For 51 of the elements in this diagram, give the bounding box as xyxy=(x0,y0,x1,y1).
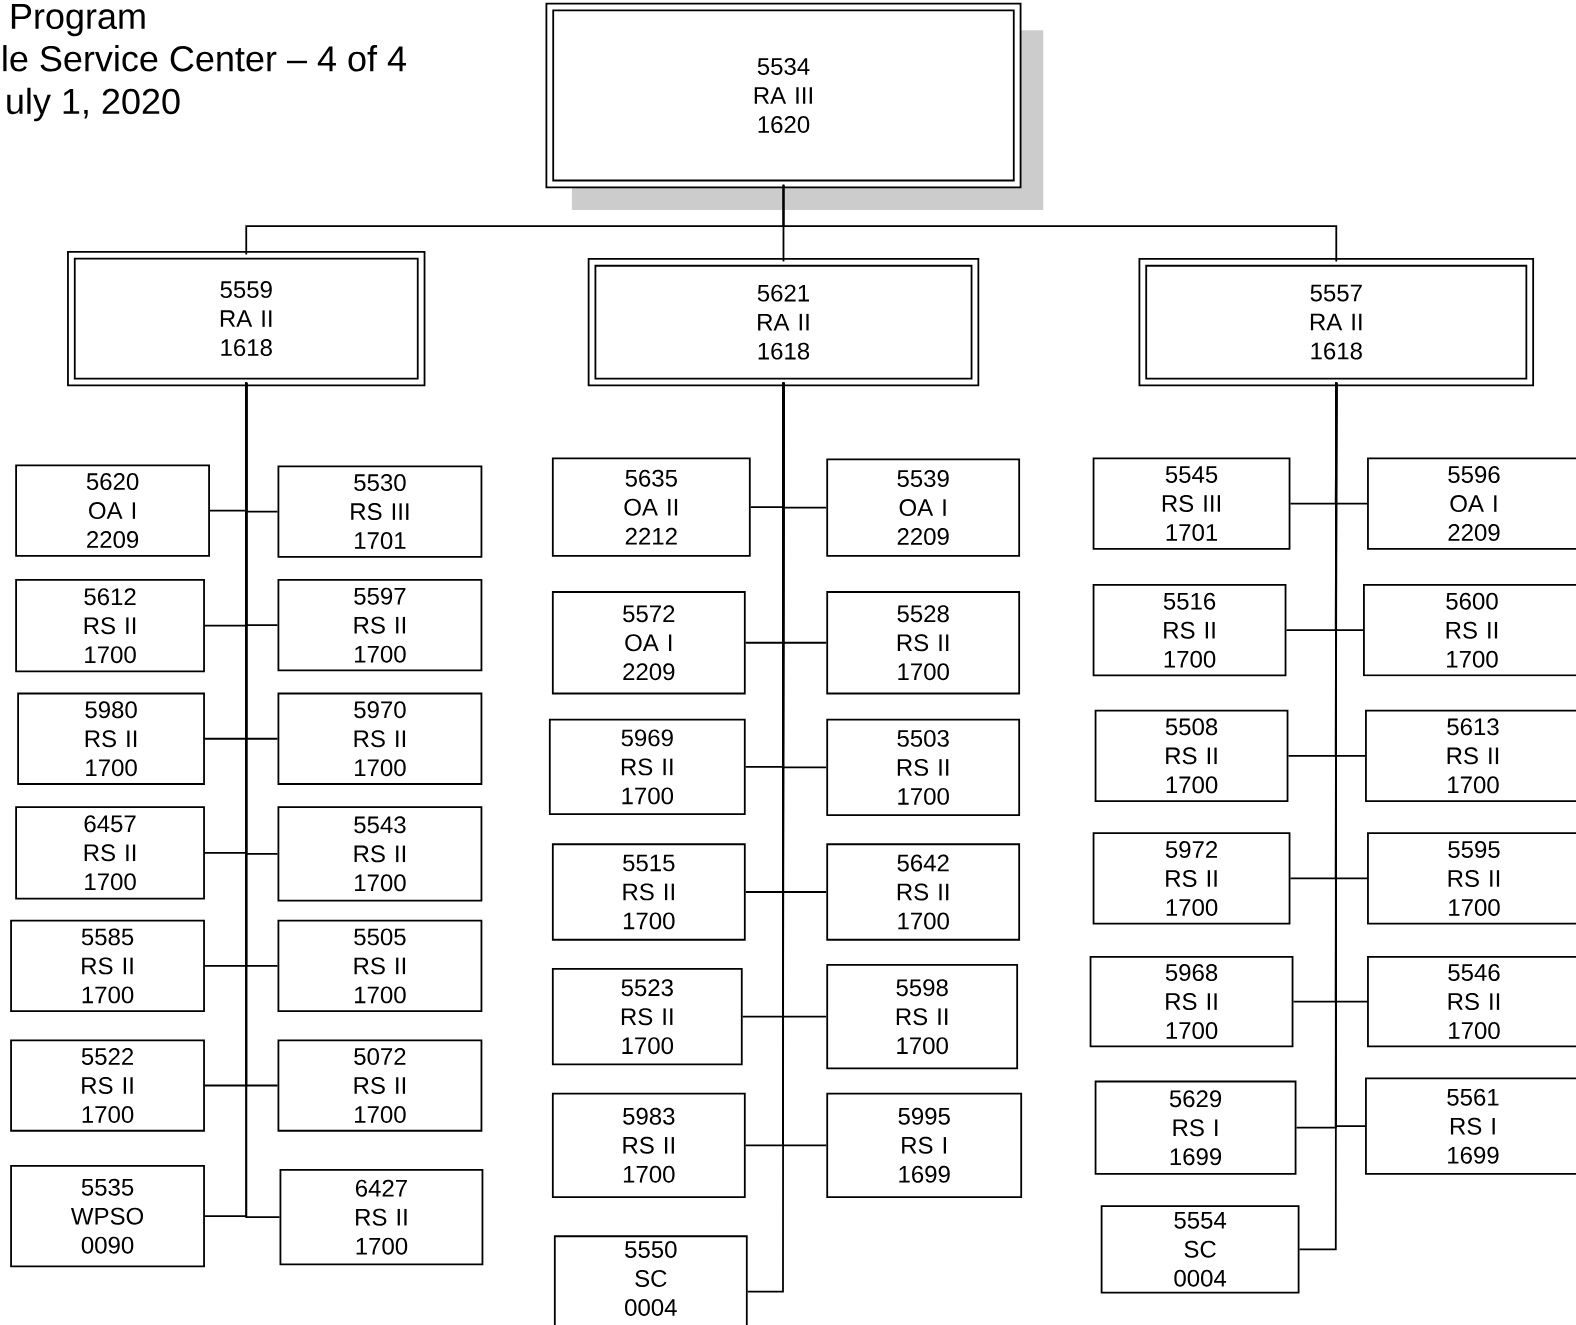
position-box: 5503 RS II 1700 xyxy=(826,718,1021,817)
position-box: 5572 OA I 2209 xyxy=(551,591,746,695)
position-box: 5600 RS II 1700 xyxy=(1363,584,1576,677)
position-box: 5561 RS I 1699 xyxy=(1365,1077,1576,1175)
position-box: 5597 RS II 1700 xyxy=(277,579,483,672)
position-box: 5585 RS II 1700 xyxy=(10,919,205,1013)
position-box: 5629 RS I 1699 xyxy=(1094,1080,1297,1175)
position-box: 6427 RS II 1700 xyxy=(279,1169,484,1266)
position-box: 5505 RS II 1700 xyxy=(277,919,483,1013)
position-box: 5983 RS II 1700 xyxy=(551,1092,746,1198)
position-box: 5543 RS II 1700 xyxy=(277,806,483,902)
position-box: 5528 RS II 1700 xyxy=(826,591,1021,695)
manager-box: 5534 RA III 1620 xyxy=(545,2,1022,189)
position-box: 5550 SC 0004 xyxy=(553,1235,748,1325)
title-text: le Service Center – 4 of 4 xyxy=(3,45,406,72)
position-box: 5523 RS II 1700 xyxy=(551,968,743,1066)
position-box: 5515 RS II 1700 xyxy=(551,843,746,941)
position-box: 5530 RS III 1701 xyxy=(277,465,483,558)
position-box: 5596 OA I 2209 xyxy=(1367,457,1576,550)
position-box: 5539 OA I 2209 xyxy=(826,458,1021,557)
position-box: 5595 RS II 1700 xyxy=(1367,832,1576,925)
connector-line xyxy=(782,183,1338,263)
position-box: 5613 RS II 1700 xyxy=(1365,709,1576,802)
manager-box: 5557 RA II 1618 xyxy=(1138,258,1535,387)
position-box: 5545 RS III 1701 xyxy=(1092,457,1291,550)
position-box: 5535 WPSO 0090 xyxy=(10,1165,205,1268)
position-box: 5969 RS II 1700 xyxy=(548,718,746,816)
manager-box: 5559 RA II 1618 xyxy=(67,251,426,387)
position-box: 5972 RS II 1700 xyxy=(1092,832,1291,925)
position-box: 5554 SC 0004 xyxy=(1100,1205,1300,1294)
position-box: 5635 OA II 2212 xyxy=(551,457,751,557)
connector-line xyxy=(245,381,281,1219)
position-box: 5522 RS II 1700 xyxy=(10,1039,205,1132)
manager-box: 5621 RA II 1618 xyxy=(587,258,980,387)
title-text: uly 1, 2020 xyxy=(7,87,180,122)
position-box: 5072 RS II 1700 xyxy=(277,1039,483,1132)
position-box: 5598 RS II 1700 xyxy=(826,964,1019,1070)
position-box: 5612 RS II 1700 xyxy=(15,579,205,673)
position-box: 5516 RS II 1700 xyxy=(1092,584,1287,677)
position-box: 5508 RS II 1700 xyxy=(1094,709,1289,802)
position-box: 5546 RS II 1700 xyxy=(1367,955,1576,1048)
position-box: 5970 RS II 1700 xyxy=(277,692,483,785)
position-box: 5642 RS II 1700 xyxy=(826,843,1021,941)
position-box: 5620 OA I 2209 xyxy=(15,464,210,557)
title-text: Program xyxy=(11,3,145,37)
position-box: 5968 RS II 1700 xyxy=(1089,955,1294,1048)
connector-line xyxy=(1298,381,1338,1251)
position-box: 5980 RS II 1700 xyxy=(17,692,205,785)
connector-line xyxy=(746,381,785,1293)
position-box: 5995 RS I 1699 xyxy=(826,1092,1023,1198)
position-box: 6457 RS II 1700 xyxy=(15,806,205,900)
